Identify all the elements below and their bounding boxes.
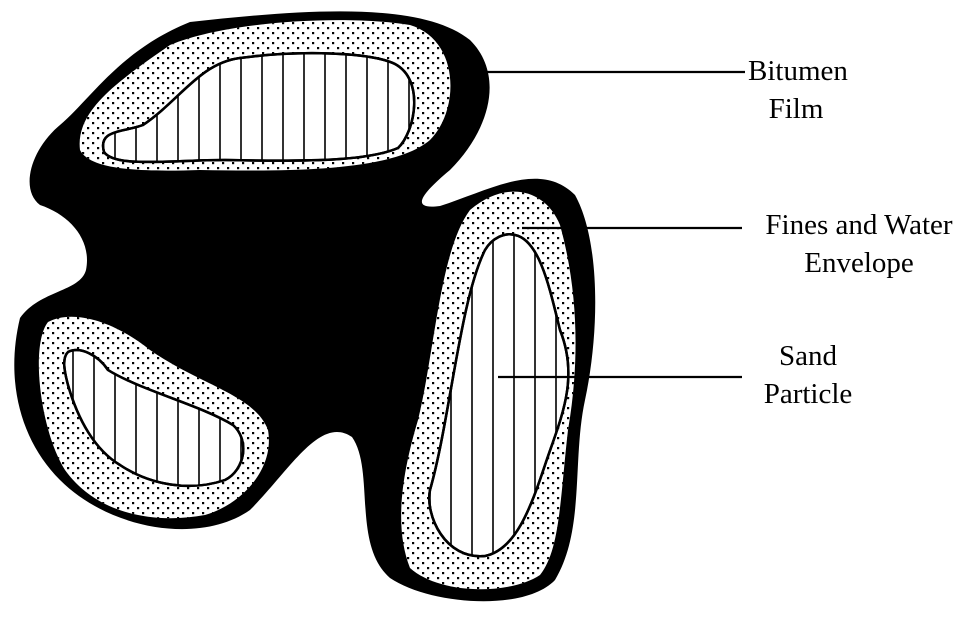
label-sand-line2: Particle [758, 375, 858, 413]
label-fines-water-envelope: Fines and Water Envelope [750, 206, 968, 282]
label-fines-line2: Envelope [750, 244, 968, 282]
label-bitumen-line2: Film [748, 90, 844, 128]
label-bitumen-line1: Bitumen [748, 52, 844, 90]
label-bitumen-film: Bitumen Film [748, 52, 844, 128]
label-sand-particle: Sand Particle [758, 337, 858, 413]
label-sand-line1: Sand [758, 337, 858, 375]
label-fines-line1: Fines and Water [750, 206, 968, 244]
